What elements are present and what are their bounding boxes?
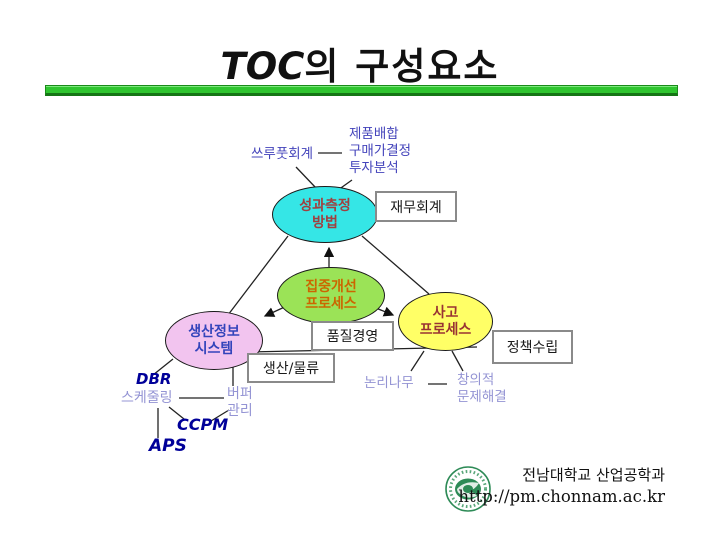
title-toc: TOC <box>220 45 305 88</box>
line-throughput-to-performance <box>295 166 317 189</box>
label-product-mix-purchase-investment: 제품배합 구매가결정 투자분석 <box>349 126 412 176</box>
label-logic-tree: 논리나무 <box>364 375 414 391</box>
title-rest: 의 구성요소 <box>304 45 500 88</box>
line-buffer-to-ccpm <box>210 409 230 422</box>
label-buffer-management: 버퍼 관리 <box>227 386 253 419</box>
ellipse-performance-measurement: 성과측정 방법 <box>272 186 378 243</box>
line-scheduling-to-ccpm <box>168 406 185 420</box>
line-prodinfo-to-dbr <box>152 358 174 376</box>
university-seal-logo <box>445 466 491 512</box>
ellipse-production-info-system: 생산정보 시스템 <box>165 311 263 370</box>
title-underline-bar <box>45 85 678 96</box>
box-quality-management: 품질경영 <box>311 321 394 351</box>
footer-department: 전남대학교 산업공학과 <box>522 466 665 484</box>
box-policy-making: 정책수립 <box>492 330 573 364</box>
label-scheduling: 스케줄링 <box>121 390 173 406</box>
line-thinking-to-logictree <box>410 350 425 372</box>
line-performance-to-prodinfo <box>227 235 289 316</box>
page-title: TOC의 구성요소 <box>0 36 720 90</box>
footer-url: http://pm.chonnam.ac.kr <box>458 487 665 506</box>
label-dbr: DBR <box>136 370 172 388</box>
box-financial-accounting: 재무회계 <box>375 191 457 222</box>
line-thinking-to-creative <box>451 350 464 372</box>
box-production-logistics: 생산/물류 <box>247 353 335 383</box>
ellipse-thinking-process: 사고 프로세스 <box>398 292 493 351</box>
ellipse-focusing-process: 집중개선 프로세스 <box>277 267 385 324</box>
line-performance-to-thinking <box>361 235 430 295</box>
label-ccpm: CCPM <box>177 415 229 434</box>
label-aps: APS <box>149 436 187 456</box>
label-creative-problem-solving: 창의적 문제해결 <box>457 372 507 405</box>
footer-affiliation: 전남대학교 산업공학과 http://pm.chonnam.ac.kr <box>405 465 665 507</box>
label-throughput-accounting: 쓰루풋회계 <box>251 146 314 162</box>
